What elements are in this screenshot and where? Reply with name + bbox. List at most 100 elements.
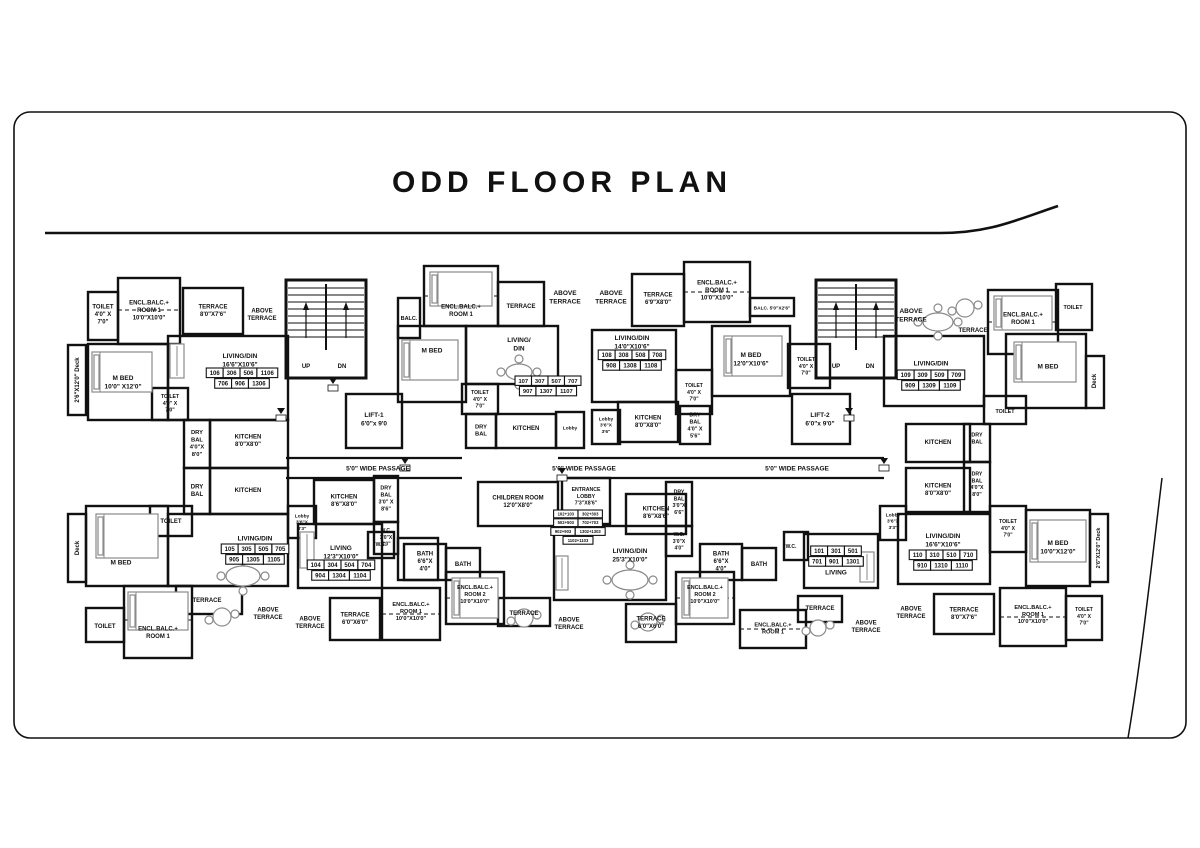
room-outline <box>366 530 396 560</box>
sofa-furniture <box>169 343 185 379</box>
unit-number: 705 <box>275 547 286 553</box>
room-outline <box>554 410 586 450</box>
room-outline <box>1054 282 1094 332</box>
label-encl-balc-room1: ENCL.BALC.+ROOM 1 <box>1003 312 1043 326</box>
room-outline <box>896 512 992 586</box>
room-outline <box>66 343 88 417</box>
unit-number: 901 <box>829 560 840 566</box>
page-title: ODD FLOOR PLAN <box>392 166 732 199</box>
label-wc: W.C. <box>786 544 797 550</box>
label-stairs-up: UP <box>832 364 840 370</box>
label-balc: BALC. <box>401 316 418 322</box>
room-outline <box>786 342 832 390</box>
rtable-furniture <box>506 608 542 628</box>
unit-number-cell <box>357 559 376 571</box>
label-encl-balc-room1: ENCL.BALC.+ROOM 1 <box>441 304 481 318</box>
unit-number: 110 <box>913 553 923 559</box>
bed-furniture <box>1013 341 1077 383</box>
dining-furniture <box>216 556 270 596</box>
room-outline <box>878 504 908 542</box>
unit-number: 307 <box>535 379 545 385</box>
room-outline <box>1064 594 1104 642</box>
unit-number: 710 <box>963 553 974 559</box>
room-outline <box>904 466 972 514</box>
room-outline <box>590 408 622 446</box>
unit-number: 102+103 <box>558 511 575 516</box>
dining-furniture <box>913 303 963 341</box>
label-stairs-dn: DN <box>866 364 875 370</box>
label-living-din-109: LIVING/DIN <box>914 360 949 367</box>
unit-number: 302+303 <box>582 511 599 516</box>
unit-number-cell <box>950 560 973 571</box>
unit-number: 501 <box>848 549 859 555</box>
unit-number: 305 <box>242 547 253 553</box>
unit-number: 304 <box>328 563 339 569</box>
room-outline <box>624 602 678 644</box>
label-balc: BALC. 5'0"X2'6" <box>754 306 791 312</box>
bed-furniture <box>451 577 499 619</box>
room-outline <box>624 492 688 536</box>
room-outline <box>1088 512 1110 584</box>
label-deck: 2'6"X12'0" Deck <box>1096 528 1102 569</box>
unit-number: 504 <box>344 563 355 569</box>
label-deck: 2'6"X12'0" Deck <box>75 357 81 403</box>
label-deck: Deck <box>75 540 81 555</box>
rtable-furniture <box>204 607 240 627</box>
unit-number: 101 <box>814 549 825 555</box>
unit-number-cell <box>648 349 667 361</box>
room-outline <box>782 530 810 562</box>
unit-number: 1107 <box>560 389 573 395</box>
label-deck: Deck <box>1092 373 1098 388</box>
unit-number: 1306 <box>252 382 266 388</box>
label-encl-balc-room1: ENCL.BALC.+ROOM 1 <box>138 626 178 640</box>
label-terrace: TERRACE <box>506 304 535 310</box>
room-outline <box>982 394 1028 426</box>
bed-furniture <box>95 513 159 559</box>
furniture-layer <box>91 271 1087 637</box>
unit-number: 904 <box>315 574 326 580</box>
unit-number-cell <box>639 360 662 371</box>
entry-marker <box>399 458 411 472</box>
unit-number: 907 <box>523 389 533 395</box>
label-toilet: TOILET <box>94 624 116 630</box>
unit-number-cell <box>947 369 966 381</box>
unit-number-cell <box>574 527 606 536</box>
unit-number: 1304 <box>332 574 346 580</box>
unit-number-cell <box>841 556 864 567</box>
unit-number: 709 <box>951 373 962 379</box>
unit-number: 107 <box>518 379 528 385</box>
bed-furniture <box>1029 519 1087 563</box>
unit-number: 704 <box>361 563 372 569</box>
label-terrace: TERRACE <box>805 606 834 612</box>
label-kitchen: KITCHEN <box>513 426 540 432</box>
